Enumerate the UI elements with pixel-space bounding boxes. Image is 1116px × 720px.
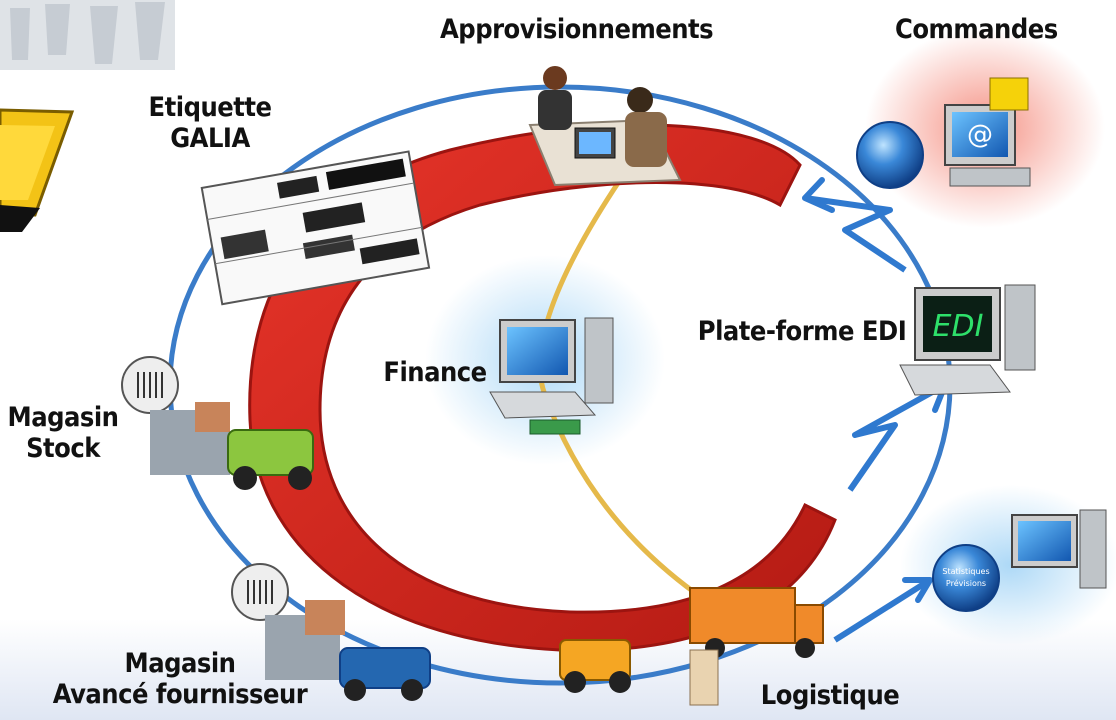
approvisionnements-desk-illustration	[528, 66, 682, 187]
label-finance: Finance	[383, 357, 487, 388]
label-magasin-stock-line1: Magasin	[7, 402, 119, 433]
magasin-stock-illustration	[121, 356, 314, 490]
label-logistique: Logistique	[760, 680, 900, 711]
label-approvisionnements: Approvisionnements	[440, 14, 714, 45]
finance-computer-illustration	[489, 317, 614, 435]
stats-globe-line1: Statistiques	[942, 567, 989, 576]
label-etiquette-line2: GALIA	[170, 123, 250, 154]
edi-arrows	[802, 177, 948, 643]
galia-label-card	[200, 150, 431, 306]
label-plateforme-edi: Plate-forme EDI	[697, 316, 907, 347]
label-etiquette-line1: Etiquette	[148, 92, 272, 123]
stats-illustration: Statistiques Prévisions	[932, 509, 1107, 612]
label-magasin-avance-line1: Magasin	[124, 648, 236, 679]
label-magasin-avance: Magasin Avancé fournisseur	[46, 648, 314, 710]
globe-icon	[856, 121, 924, 189]
label-commandes: Commandes	[895, 14, 1058, 45]
label-magasin-stock: Magasin Stock	[0, 402, 126, 464]
logistique-illustration	[559, 587, 824, 706]
stats-globe-icon	[932, 544, 1000, 612]
stats-globe-line2: Prévisions	[946, 578, 986, 588]
magasin-avance-illustration	[231, 563, 431, 701]
edi-computer-illustration: EDI	[899, 284, 1036, 396]
label-etiquette-galia: Etiquette GALIA	[140, 92, 280, 154]
label-magasin-stock-line2: Stock	[26, 433, 100, 464]
top-left-decoration	[0, 0, 175, 70]
label-magasin-avance-line2: Avancé fournisseur	[52, 679, 308, 710]
commandes-illustration: @	[856, 77, 1031, 189]
logo-fragment	[0, 108, 75, 232]
edi-screen-text: EDI	[933, 309, 984, 344]
svg-text:@: @	[967, 120, 993, 150]
